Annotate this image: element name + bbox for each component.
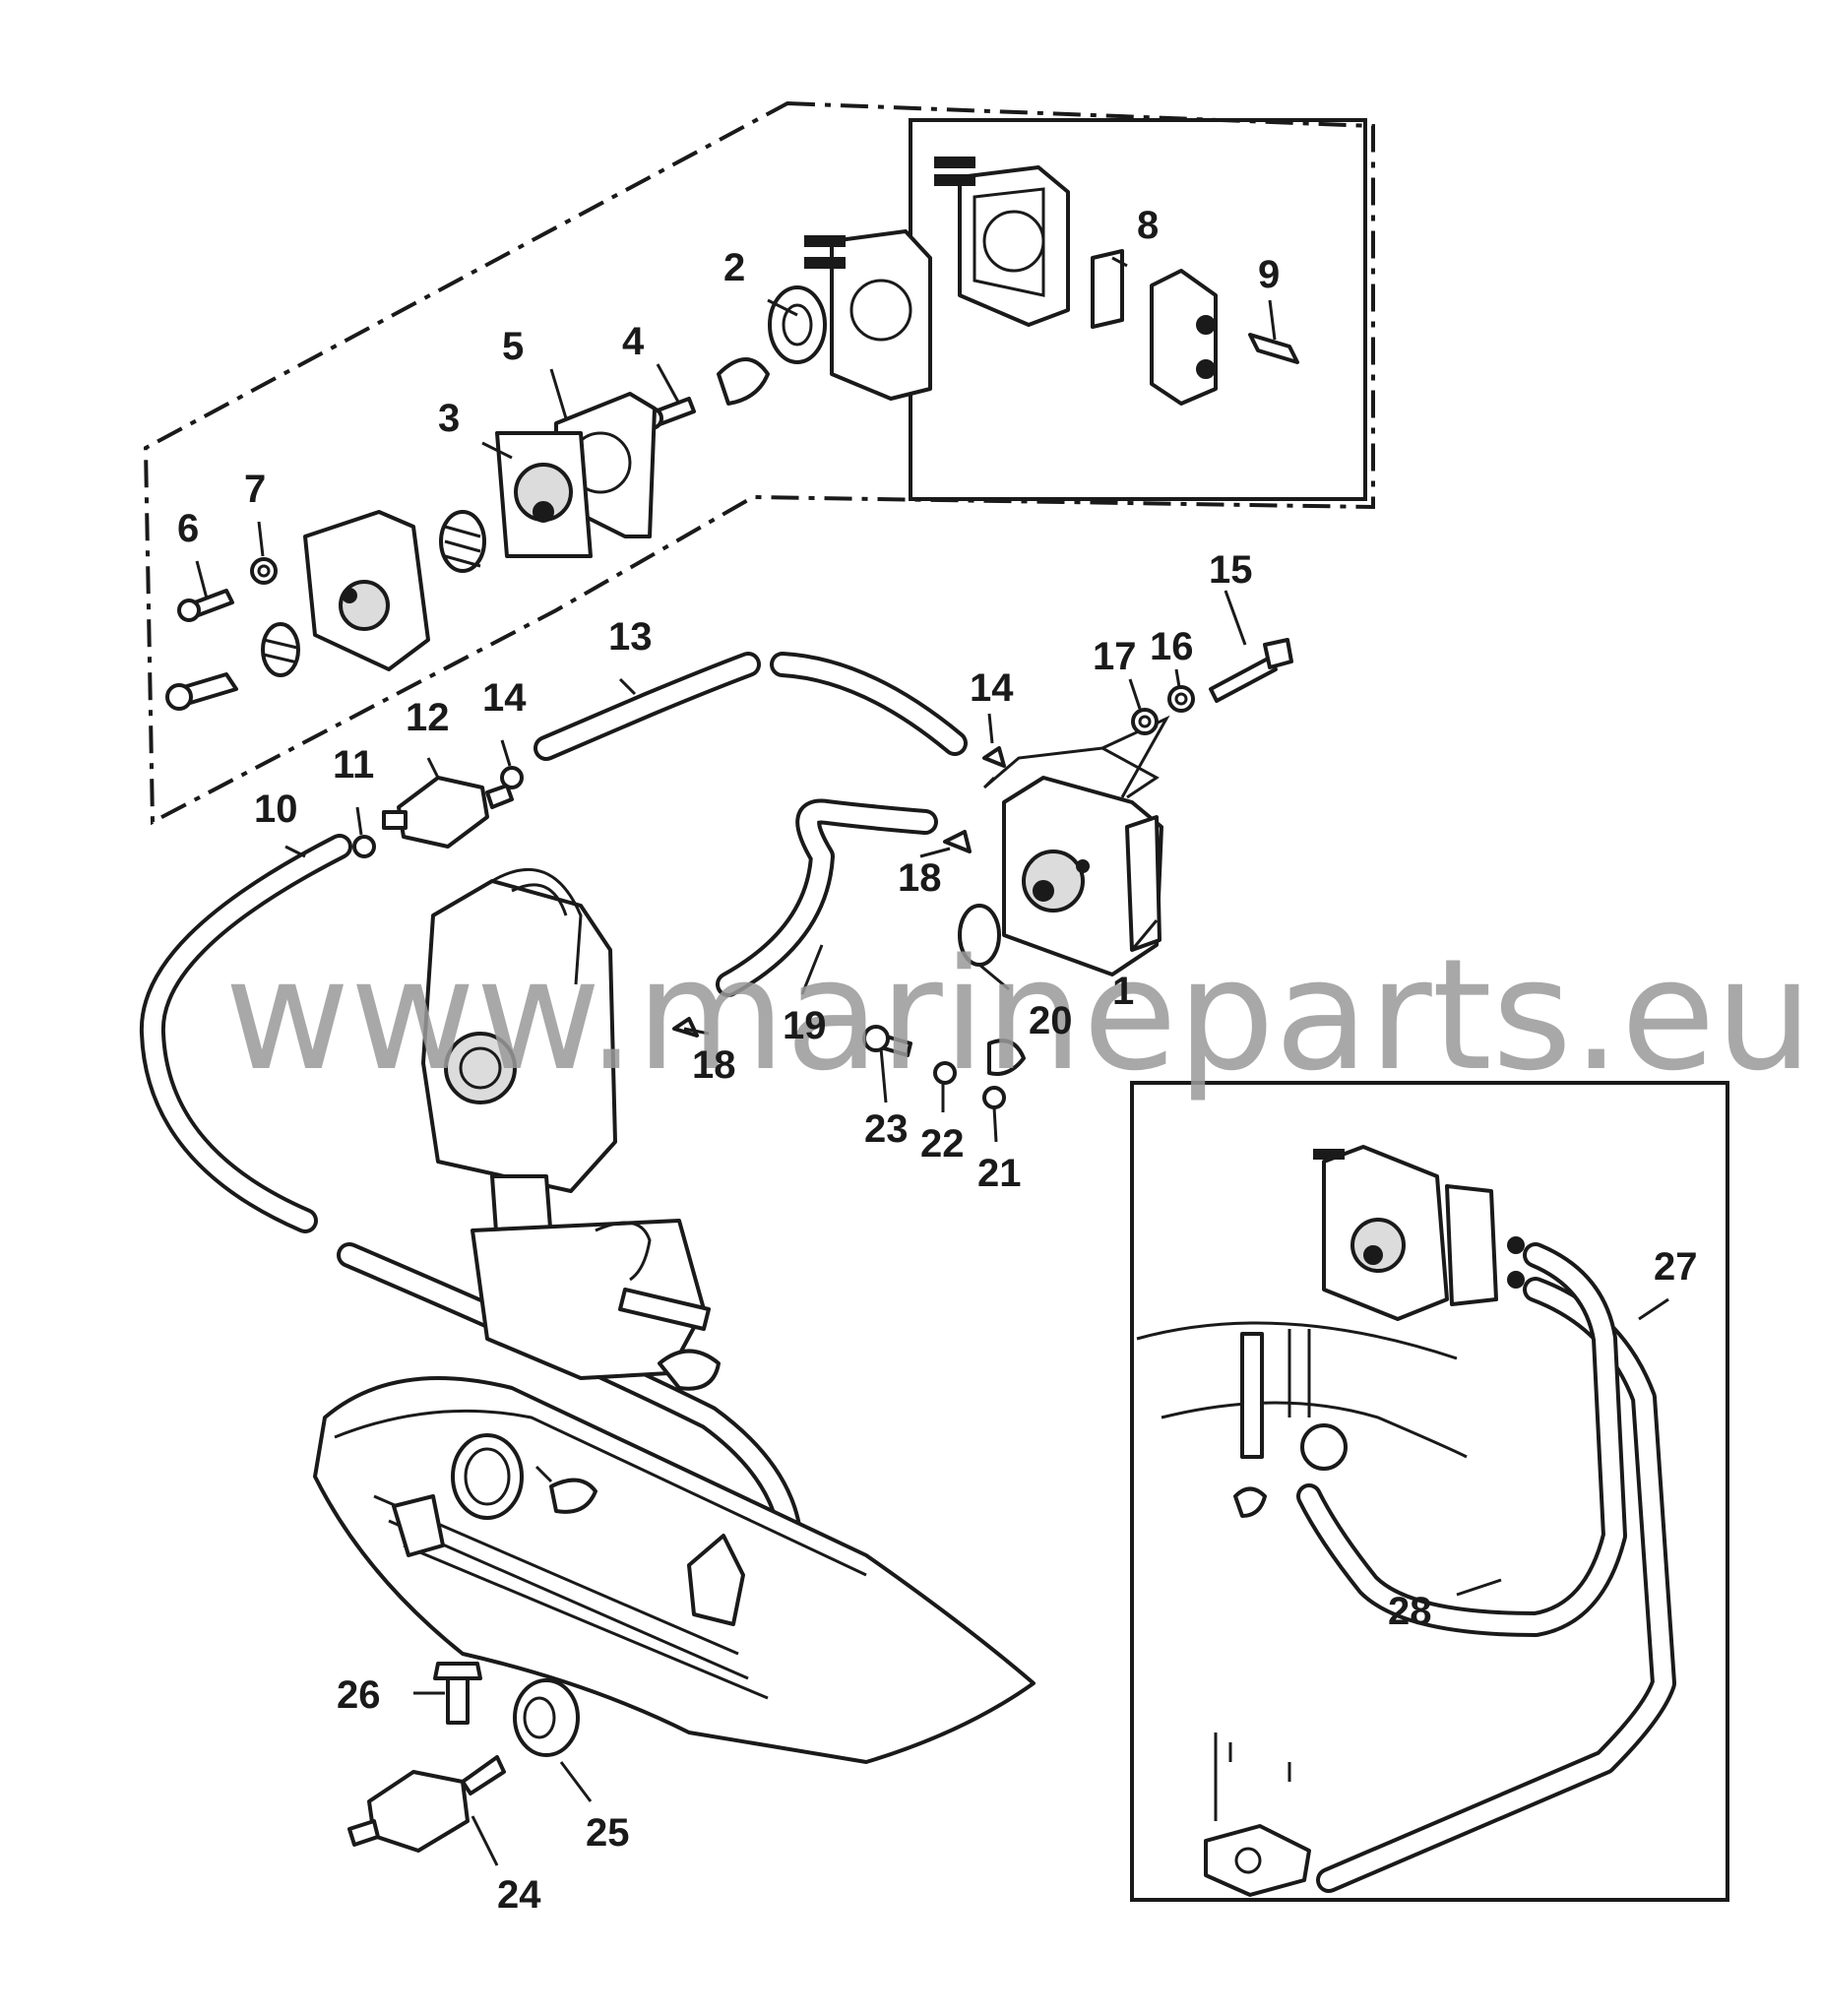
fuel-connector-24 (347, 1755, 506, 1853)
gasket-8 (1091, 249, 1124, 329)
callout-6: 6 (177, 507, 199, 550)
callout-24: 24 (497, 1873, 541, 1917)
callout-27: 27 (1654, 1245, 1698, 1289)
callout-17: 17 (1093, 635, 1137, 678)
callout-12: 12 (406, 696, 450, 739)
screw-23 (862, 1025, 912, 1057)
callout-9: 9 (1258, 253, 1280, 296)
clamp-18-pump (943, 830, 972, 853)
pump-cover-plate (804, 229, 932, 401)
callout-10: 10 (254, 788, 298, 831)
inset-frame (1130, 1081, 1729, 1902)
carburetor-assembly (421, 867, 721, 1391)
lower-engine-housing (313, 1376, 1036, 1764)
callout-14-pump: 14 (970, 666, 1014, 710)
inset-hose-27 (1316, 1277, 1676, 1893)
screw-15 (1209, 638, 1293, 703)
callout-16: 16 (1150, 625, 1194, 668)
callout-5: 5 (502, 325, 524, 368)
callout-14-upper: 14 (482, 676, 527, 720)
callout-13: 13 (608, 615, 653, 659)
callout-25: 25 (586, 1811, 630, 1855)
callout-7: 7 (244, 468, 266, 511)
check-valve-block-9 (1150, 269, 1299, 406)
nut-7 (250, 557, 278, 585)
callout-labels: 1 2 3 4 5 6 7 8 9 10 11 12 13 14 14 15 1… (177, 204, 1698, 1917)
callout-18-pump: 18 (898, 856, 942, 900)
callout-15: 15 (1209, 548, 1253, 592)
spring-lower (261, 622, 300, 677)
diaphragm-assembly-3 (495, 431, 593, 558)
callout-11: 11 (333, 743, 374, 787)
bolt-26 (433, 1662, 482, 1725)
spacer-25 (513, 1678, 580, 1757)
fuel-filter-12 (382, 776, 514, 849)
clamp-11 (352, 835, 376, 858)
callout-4: 4 (622, 320, 645, 363)
washer-22 (933, 1061, 957, 1085)
callout-23: 23 (864, 1107, 909, 1151)
callout-19: 19 (783, 1004, 827, 1047)
bracket-wire (982, 715, 1170, 799)
clamp-14-upper (500, 766, 524, 789)
callout-22: 22 (920, 1122, 965, 1166)
inset-bottom-connector (1204, 1732, 1311, 1897)
screw-6 (177, 589, 234, 622)
watermark: www.marineparts.eu (224, 925, 1813, 1104)
callout-8: 8 (1137, 204, 1159, 247)
callout-2: 2 (723, 246, 745, 289)
callout-21: 21 (977, 1152, 1022, 1195)
inset-engine-side (1136, 1321, 1468, 1518)
spring (439, 510, 486, 573)
kit-dashed-outline (143, 100, 1375, 826)
nut-17 (1131, 708, 1159, 735)
valve-fitting (165, 672, 238, 711)
callout-3: 3 (438, 397, 460, 440)
leader-lines (195, 256, 1669, 1866)
diaphragm-2 (768, 285, 827, 364)
inset-hose-28 (1296, 1242, 1627, 1637)
washer-16 (1167, 685, 1195, 713)
callout-1: 1 (1112, 970, 1134, 1013)
hose-19 (716, 798, 938, 997)
callout-28: 28 (1388, 1590, 1432, 1633)
callout-26: 26 (337, 1673, 381, 1717)
clamp-14-pump (982, 746, 1006, 768)
hose-13 (534, 652, 968, 761)
callout-18-lower: 18 (692, 1043, 736, 1087)
pump-plate-detail (934, 157, 1070, 327)
callout-20: 20 (1029, 999, 1073, 1042)
inset-fuel-pump (1313, 1145, 1525, 1321)
fuel-pump-1 (1002, 776, 1163, 976)
pump-base-housing (303, 510, 430, 671)
